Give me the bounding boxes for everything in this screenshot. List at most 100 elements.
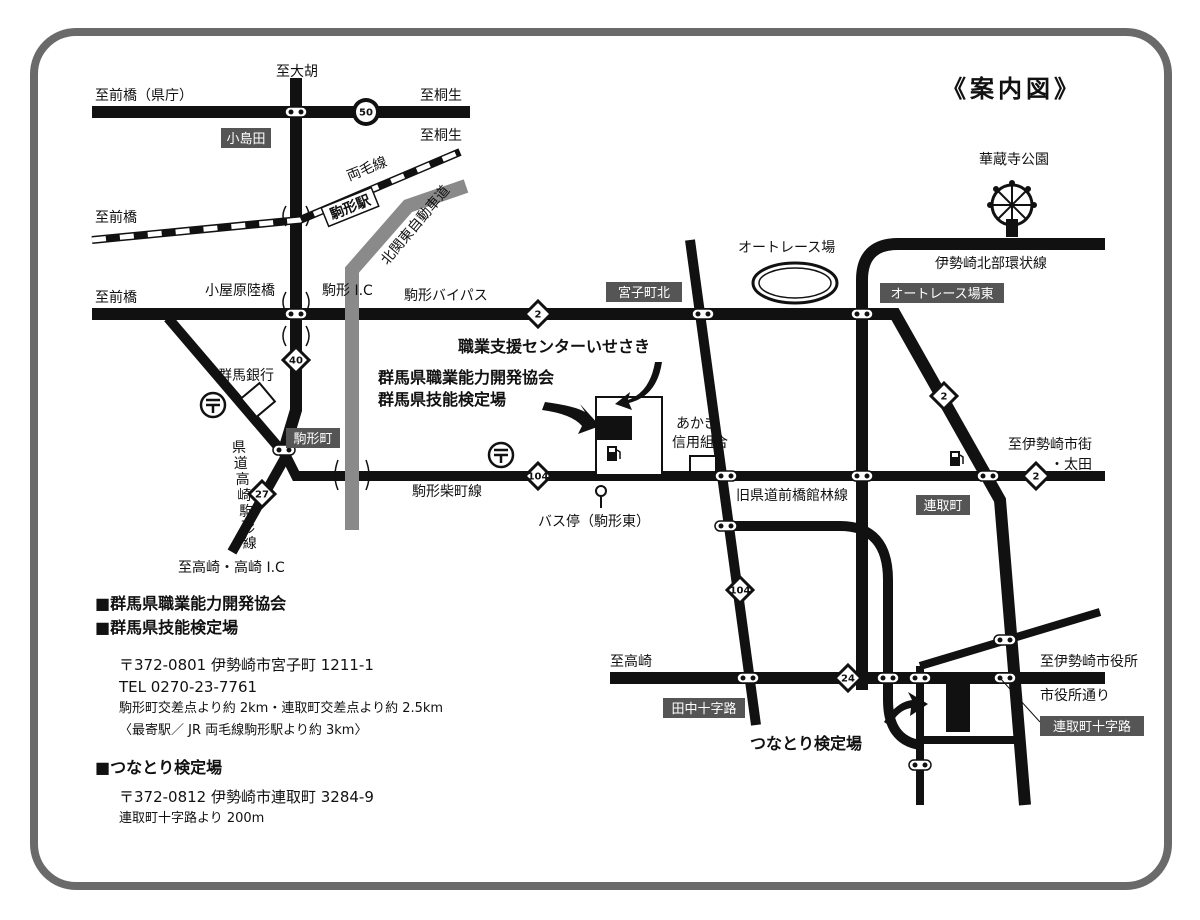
label-kentei: 群馬県技能検定場 xyxy=(378,390,506,409)
auto-race-track xyxy=(751,261,839,305)
traffic-signal-icon xyxy=(736,672,760,684)
gas-station-icon xyxy=(950,451,964,466)
route-shield-r2-c: 2 xyxy=(1020,460,1052,492)
svg-text:連取町: 連取町 xyxy=(923,499,962,514)
traffic-signal-icon xyxy=(850,470,874,482)
label-to-kiryu: 至桐生 xyxy=(420,88,462,104)
expressway-kitakanto xyxy=(345,179,469,530)
info-tsunatori-note: 連取町十字路より 200m xyxy=(119,811,265,826)
label-kyokai: 群馬県職業能力開発協会 xyxy=(378,368,554,387)
arrow-shokugyo-center xyxy=(615,362,662,410)
label-city-hall-street: 市役所通り xyxy=(1040,687,1110,704)
traffic-signal-icon xyxy=(993,672,1017,684)
label-to-kiryu: 至桐生 xyxy=(420,128,462,144)
info-tsunatori-title: ■つなとり検定場 xyxy=(95,758,223,777)
label-komagata-shiba-line: 駒形柴町線 xyxy=(412,484,482,500)
gas-station-icon xyxy=(607,446,621,461)
traffic-signal-icon xyxy=(284,308,308,320)
road-gunma-bank-diagonal xyxy=(164,314,290,460)
traffic-signal-icon xyxy=(876,672,900,684)
traffic-signal-icon xyxy=(908,759,932,771)
info-tsunatori-zip: 〒372-0812 伊勢崎市連取町 3284-9 xyxy=(119,788,374,806)
traffic-signal-icon xyxy=(284,106,308,118)
label-koyabarariku-bridge: 小屋原陸橋 xyxy=(205,283,275,299)
tag-komagata-cho: 駒形町 xyxy=(286,428,340,448)
label-bus-stop: バス停（駒形東） xyxy=(538,513,650,530)
tag-renshoricho: 連取町 xyxy=(916,495,970,515)
map-title: 《案内図》 xyxy=(942,75,1082,103)
bridge-marks xyxy=(282,205,370,491)
label-akagi: あかぎ xyxy=(676,416,718,432)
svg-text:オートレース場東: オートレース場東 xyxy=(890,286,993,302)
traffic-signal-icon xyxy=(714,520,738,532)
route-shield-r2-a: 2 xyxy=(522,298,554,330)
label-to-maebashi: 至前橋 xyxy=(95,209,137,226)
traffic-signal-icon xyxy=(908,672,932,684)
route-shield-r50: 50 xyxy=(352,98,380,126)
label-gunma-bank: 群馬銀行 xyxy=(218,368,274,384)
label-to-city-hall: 至伊勢崎市役所 xyxy=(1040,653,1138,670)
traffic-signal-icon xyxy=(691,308,715,320)
label-komagata-ic: 駒形 I.C xyxy=(322,283,373,299)
traffic-signal-icon xyxy=(993,634,1017,646)
label-to-takasaki-ic: 至高崎・高崎 I.C xyxy=(178,559,285,576)
traffic-signal-icon xyxy=(272,444,296,456)
label-to-maebashi-kencho: 至前橋（県庁） xyxy=(95,87,193,104)
post-office-icon xyxy=(199,391,227,419)
gunma-bank-building xyxy=(239,381,277,419)
info-org1: ■群馬県職業能力開発協会 xyxy=(95,594,287,613)
info-org-tel: TEL 0270-23-7761 xyxy=(119,678,258,696)
svg-text:2: 2 xyxy=(1033,472,1040,483)
info-org-note2: 〈最寄駅／ JR 両毛線駒形駅より約 3km〉 xyxy=(119,723,368,738)
svg-text:小島田: 小島田 xyxy=(226,132,265,147)
tag-miyakocho-kita: 宮子町北 xyxy=(606,282,682,302)
railway-ryomo-line xyxy=(91,148,462,244)
road-route-104 xyxy=(685,239,761,726)
label-shokugyo-center: 職業支援センターいせさき xyxy=(458,337,650,356)
svg-text:40: 40 xyxy=(289,356,303,367)
route-shield-r27: 27 xyxy=(246,478,278,510)
label-to-isesaki-city: 至伊勢崎市街 xyxy=(1008,436,1092,453)
traffic-signal-icon xyxy=(976,470,1000,482)
info-org-zip: 〒372-0801 伊勢崎市宮子町 1211-1 xyxy=(119,656,374,674)
road-north-ring xyxy=(856,238,1105,690)
label-kendo-line: 県道高崎駒形線 xyxy=(232,440,257,552)
akagi-bank-building xyxy=(689,455,717,473)
label-to-ogo: 至大胡 xyxy=(276,64,318,80)
route-shield-r104-a: 104 xyxy=(522,460,554,492)
svg-text:連取町十字路: 連取町十字路 xyxy=(1053,719,1131,735)
label-isesaki-north-ring: 伊勢崎北部環状線 xyxy=(935,256,1047,272)
ferris-wheel-icon xyxy=(987,180,1037,237)
label-kezouji-park: 華蔵寺公園 xyxy=(979,152,1049,168)
arrow-kyokai xyxy=(542,402,600,434)
info-org2: ■群馬県技能検定場 xyxy=(95,618,239,637)
tag-kojima: 小島田 xyxy=(221,128,271,148)
info-org-note1: 駒形町交差点より約 2km・連取町交差点より約 2.5km xyxy=(119,701,444,716)
label-to-takasaki: 至高崎 xyxy=(610,653,652,670)
svg-text:2: 2 xyxy=(941,392,948,403)
route-shield-r2-b: 2 xyxy=(928,380,960,412)
road-loop xyxy=(726,521,922,750)
svg-text:駒形町: 駒形町 xyxy=(293,432,332,447)
kyokai-building xyxy=(595,396,663,476)
tag-tanaka-crossing: 田中十字路 xyxy=(663,698,745,718)
route-shield-r40: 40 xyxy=(280,344,312,376)
tag-renshoricho-crossing: 連取町十字路 xyxy=(1040,716,1144,736)
svg-text:田中十字路: 田中十字路 xyxy=(671,701,736,717)
traffic-signals xyxy=(272,106,1017,771)
svg-text:27: 27 xyxy=(255,490,269,501)
traffic-signal-icon xyxy=(850,308,874,320)
label-to-maebashi: 至前橋 xyxy=(95,289,137,306)
label-komagata-bypass: 駒形バイパス xyxy=(404,288,488,304)
road-komagata-shiba xyxy=(281,453,1105,481)
bus-stop-icon xyxy=(595,485,607,508)
post-office-icon xyxy=(487,441,515,469)
svg-text:50: 50 xyxy=(359,108,373,119)
svg-text:2: 2 xyxy=(535,310,542,321)
arrow-tsunatori xyxy=(884,692,928,726)
route-shield-r24: 24 xyxy=(832,662,864,694)
svg-text:24: 24 xyxy=(841,674,855,685)
label-tsunatori: つなとり検定場 xyxy=(750,734,862,753)
svg-text:宮子町北: 宮子町北 xyxy=(618,285,670,301)
svg-text:104: 104 xyxy=(730,586,751,597)
